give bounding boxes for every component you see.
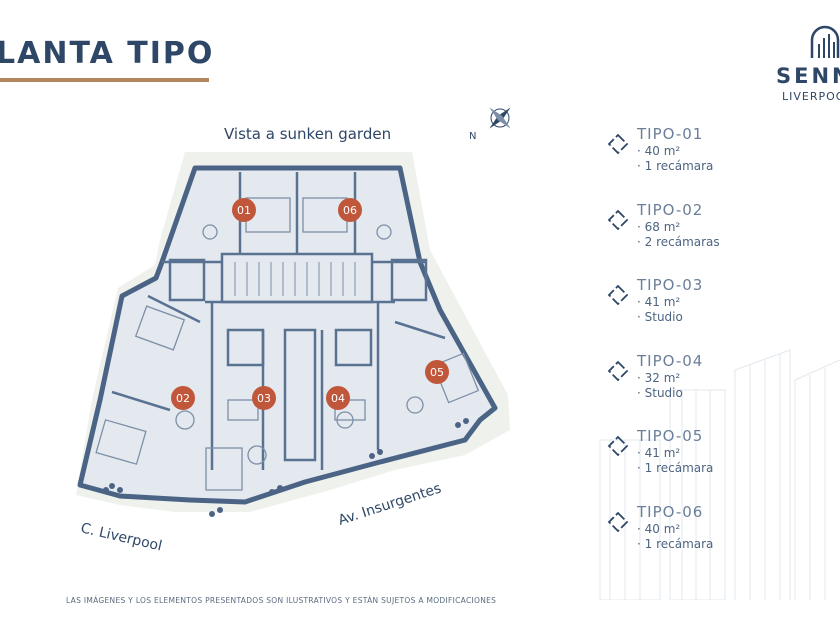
unit-type-rooms: · 2 recámaras: [637, 234, 720, 249]
page-title: LANTA TIPO: [0, 36, 215, 71]
unit-marker-04-label: 04: [331, 392, 345, 405]
unit-type-area: · 40 m²: [637, 521, 681, 536]
diamond-bracket-icon: [607, 436, 629, 457]
skyline-background: [599, 349, 840, 600]
unit-type-item: TIPO-04 · 32 m² · Studio: [605, 352, 840, 428]
diamond-bracket-icon: [607, 133, 629, 155]
unit-marker-06-label: 06: [343, 204, 357, 217]
unit-marker-01: 01: [232, 198, 256, 222]
unit-marker-02: 02: [171, 386, 195, 410]
brand-logo: SENN LIVERPOOL: [774, 24, 840, 104]
unit-type-item: TIPO-05 · 41 m² · 1 recámara: [605, 427, 840, 503]
unit-type-name: TIPO-03: [637, 276, 704, 295]
unit-marker-03: 03: [252, 386, 276, 410]
unit-type-rooms: · Studio: [637, 385, 683, 400]
floor-plan: 01 06 02 03 04 05 C. Liverpool Av. Insur…: [76, 152, 510, 555]
unit-type-list: TIPO-01 · 40 m² · 1 recámara TIPO-02 · 6…: [605, 125, 840, 579]
diamond-bracket-icon: [607, 360, 629, 382]
brand-subtitle: LIVERPOOL: [782, 90, 840, 103]
diamond-bracket-icon: [607, 284, 629, 306]
unit-type-item: TIPO-03 · 41 m² · Studio: [605, 276, 840, 352]
unit-marker-02-label: 02: [176, 392, 190, 405]
unit-type-area: · 32 m²: [637, 370, 681, 385]
unit-type-area: · 40 m²: [637, 144, 681, 158]
unit-type-area: · 41 m²: [637, 446, 681, 461]
unit-type-name: TIPO-04: [637, 351, 704, 370]
unit-marker-03-label: 03: [257, 392, 271, 405]
unit-type-item: TIPO-02 · 68 m² · 2 recámaras: [605, 201, 840, 277]
unit-type-rooms: · 1 recámara: [637, 159, 714, 173]
compass-rose-icon: [489, 107, 511, 129]
unit-type-item: TIPO-01 · 40 m² · 1 recámara: [605, 125, 840, 201]
unit-marker-01-label: 01: [237, 204, 251, 217]
brand-name: SENN: [776, 64, 840, 88]
diamond-bracket-icon: [607, 209, 629, 230]
unit-type-name: TIPO-02: [637, 200, 704, 219]
view-label: Vista a sunken garden: [224, 125, 392, 143]
compass-north-label: N: [469, 131, 477, 142]
planters: [103, 418, 469, 517]
diamond-bracket-icon: [607, 511, 629, 533]
unit-marker-05: 05: [425, 360, 449, 384]
unit-marker-06: 06: [338, 198, 362, 222]
unit-type-name: TIPO-01: [637, 125, 704, 143]
unit-type-area: · 68 m²: [637, 219, 681, 234]
unit-type-name: TIPO-05: [637, 427, 704, 446]
title-underline: [0, 78, 209, 82]
building-arch-icon: [810, 25, 840, 58]
unit-marker-04: 04: [326, 386, 350, 410]
disclaimer: LAS IMÁGENES Y LOS ELEMENTOS PRESENTADOS…: [66, 596, 497, 605]
unit-type-item: TIPO-06 · 40 m² · 1 recámara: [605, 503, 840, 579]
unit-type-area: · 41 m²: [637, 295, 681, 310]
street-label-liverpool: C. Liverpool: [79, 520, 163, 554]
unit-type-name: TIPO-06: [637, 502, 704, 521]
street-label-insurgentes: Av. Insurgentes: [336, 480, 443, 528]
unit-marker-05-label: 05: [430, 366, 444, 379]
unit-type-rooms: · 1 recámara: [637, 536, 714, 551]
stair-core: [234, 262, 356, 296]
unit-type-rooms: · 1 recámara: [637, 461, 714, 476]
unit-type-rooms: · Studio: [637, 310, 683, 325]
